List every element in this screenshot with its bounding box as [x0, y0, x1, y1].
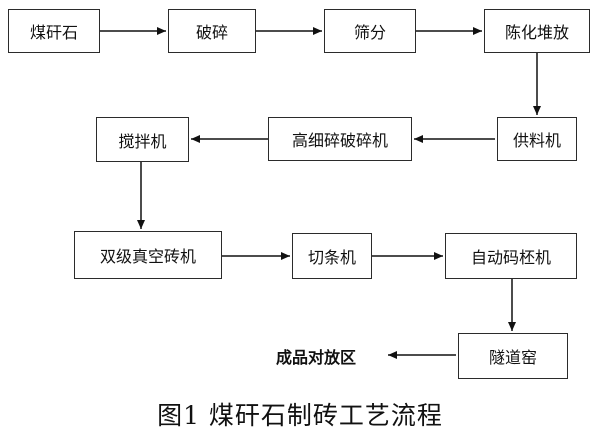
node-coal-gangue: 煤矸石: [8, 9, 100, 53]
node-fine-crusher: 高细碎破碎机: [268, 117, 412, 161]
figure-caption: 图1 煤矸石制砖工艺流程: [157, 401, 443, 430]
node-strip-cutter: 切条机: [292, 233, 372, 279]
node-crushing: 破碎: [168, 9, 256, 53]
node-finished-product-area: 成品对放区: [246, 333, 386, 379]
node-tunnel-kiln: 隧道窑: [458, 333, 568, 379]
node-aging-stockpile: 陈化堆放: [484, 9, 590, 53]
node-feeder: 供料机: [497, 117, 577, 161]
node-auto-stacker: 自动码柸机: [445, 233, 577, 279]
node-vacuum-brick-machine: 双级真空砖机: [74, 231, 222, 279]
node-screening: 筛分: [324, 9, 416, 53]
node-mixer: 搅拌机: [96, 117, 189, 162]
